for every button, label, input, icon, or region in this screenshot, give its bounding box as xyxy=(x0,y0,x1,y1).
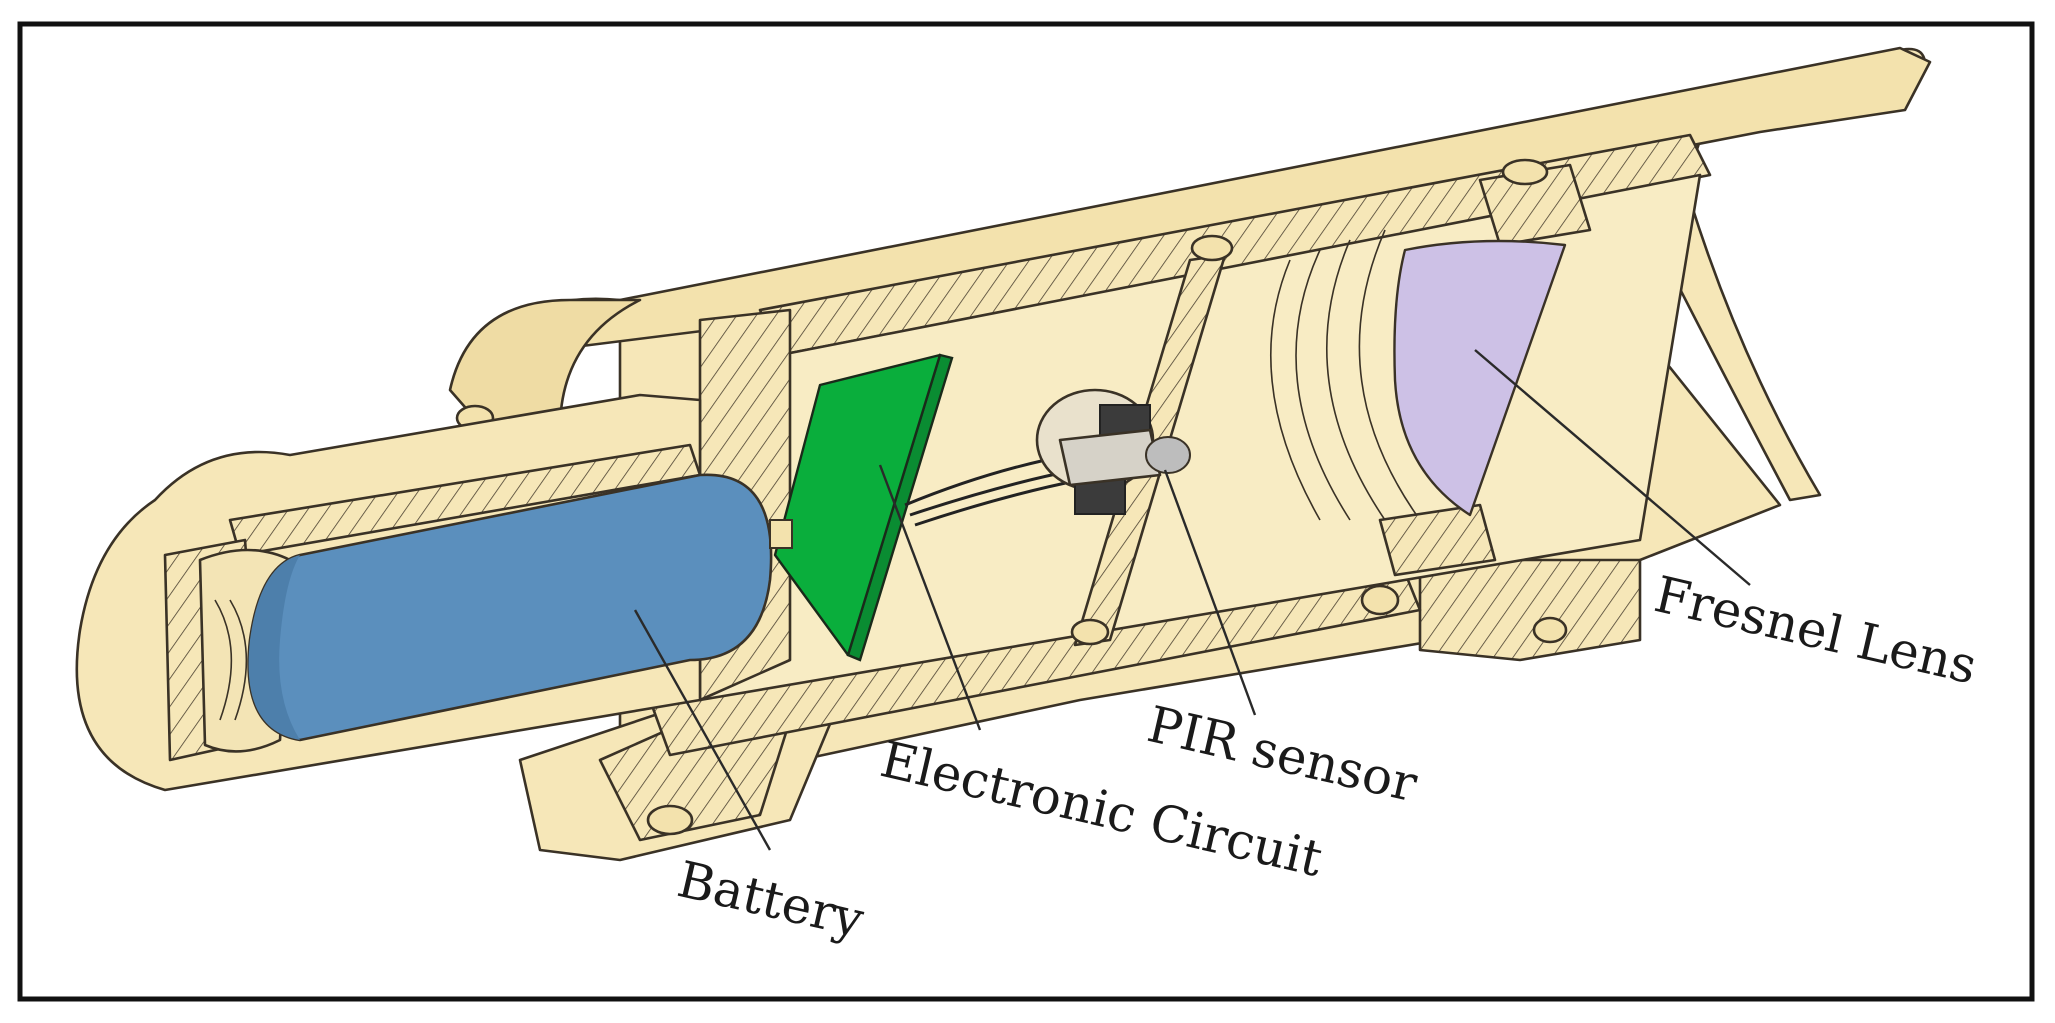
battery-leader xyxy=(633,609,772,851)
circuit-board xyxy=(769,353,954,662)
pir-sensor-leader xyxy=(1163,469,1257,716)
pir-sensor xyxy=(1035,388,1191,515)
electronic-circuit-leader xyxy=(878,464,982,731)
battery xyxy=(247,473,773,742)
fresnel-lens xyxy=(1393,239,1567,517)
fresnel-lens-leader xyxy=(1474,349,1751,586)
